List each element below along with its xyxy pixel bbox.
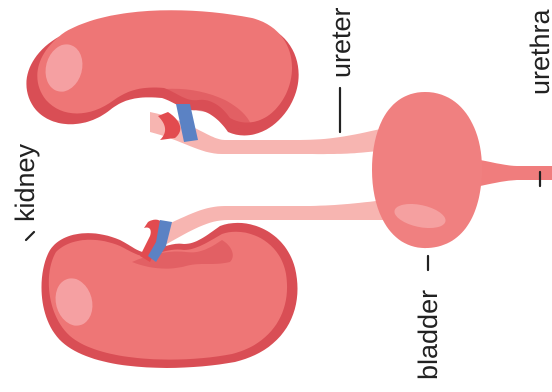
kidney-leader-line: [26, 232, 34, 240]
label-bladder-group: bladder: [413, 256, 443, 380]
label-urethra-group: urethra: [525, 8, 552, 186]
kidney-lower: [41, 223, 297, 368]
label-kidney-group: kidney: [10, 143, 40, 240]
label-ureter-group: ureter: [326, 7, 356, 132]
bladder: [372, 92, 482, 248]
label-bladder: bladder: [413, 290, 443, 380]
label-ureter: ureter: [326, 7, 356, 78]
label-kidney: kidney: [10, 143, 40, 222]
label-urethra: urethra: [525, 8, 552, 95]
